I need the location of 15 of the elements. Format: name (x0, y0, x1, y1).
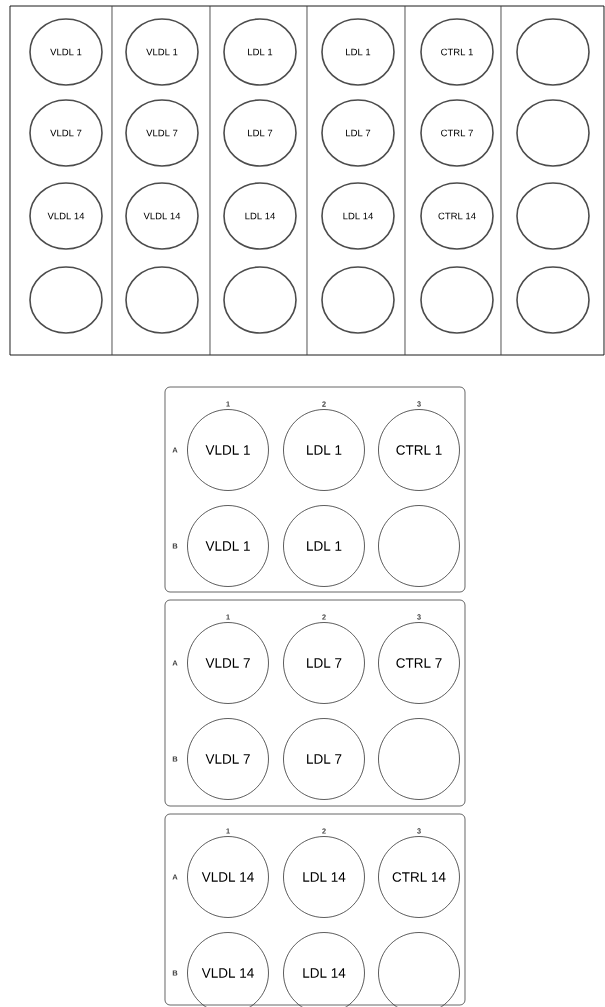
well-circle (516, 18, 590, 86)
well-circle (378, 718, 460, 800)
well-plate (164, 599, 466, 807)
well-circle (420, 266, 494, 334)
well-strip (9, 5, 605, 356)
well-plate (164, 813, 466, 1006)
well-circle (516, 99, 590, 167)
well-circle (378, 505, 460, 587)
well-plate (164, 386, 466, 593)
well-circle (223, 266, 297, 334)
well-circle (125, 266, 199, 334)
well-circle (516, 182, 590, 250)
well-circle (516, 266, 590, 334)
well-circle (29, 266, 103, 334)
well-circle (321, 266, 395, 334)
